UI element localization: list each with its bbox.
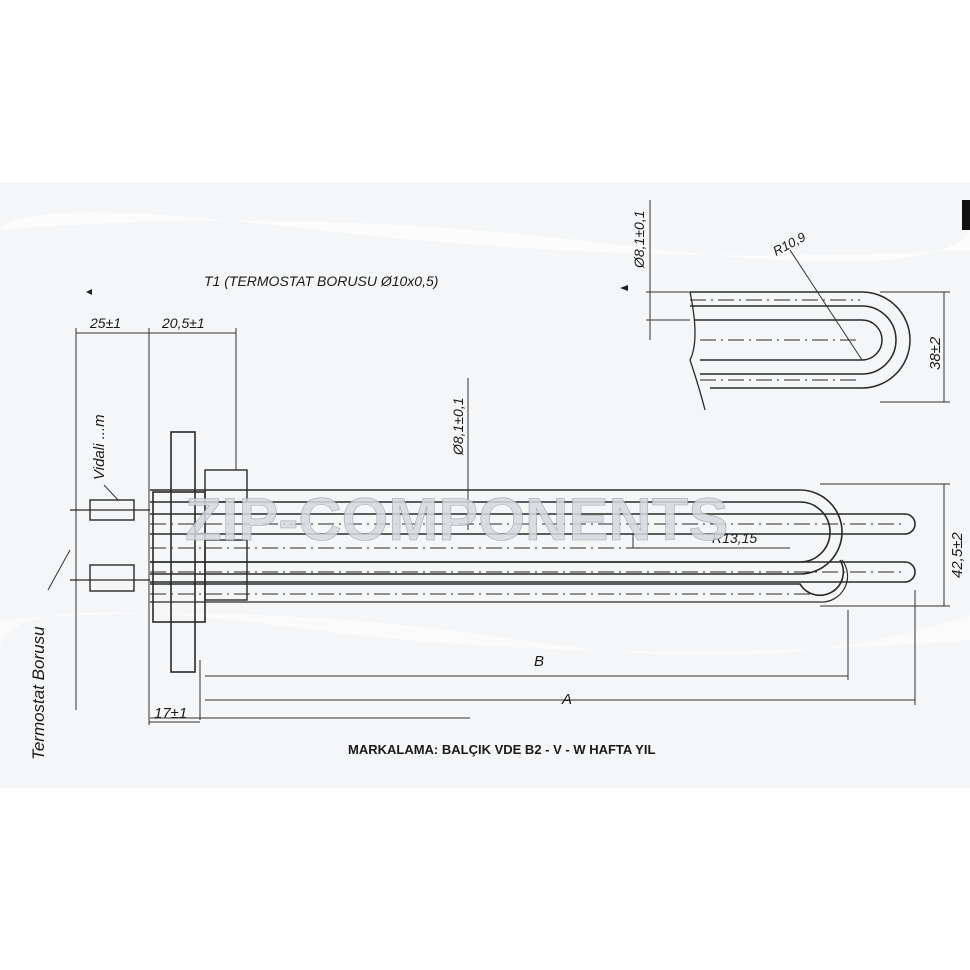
drawing-title: T1 (TERMOSTAT BORUSU Ø10x0,5) bbox=[204, 273, 438, 289]
detail-arrow bbox=[620, 285, 628, 291]
detail-view bbox=[689, 291, 911, 411]
title-arrow bbox=[86, 289, 92, 295]
marking-text: MARKALAMA: BALÇIK VDE B2 - V - W HAFTA Y… bbox=[348, 742, 655, 757]
paper-glare bbox=[0, 212, 970, 262]
tube-dia-detail-label: Ø8,1±0,1 bbox=[631, 211, 647, 270]
height-detail-label: 38±2 bbox=[927, 336, 944, 370]
length-a-label: A bbox=[561, 691, 572, 708]
right-edge-mark bbox=[962, 200, 970, 230]
paper-sheet bbox=[0, 182, 970, 788]
label-thermostat-tube: Termostat Borusu bbox=[29, 626, 48, 760]
tube-dia-main-label: Ø8,1±0,1 bbox=[450, 398, 466, 457]
radius-main-label: R13,15 bbox=[712, 530, 757, 546]
length-b-label: B bbox=[534, 653, 544, 670]
flange-assembly bbox=[70, 328, 248, 725]
heating-element bbox=[150, 489, 916, 603]
dim-flange: 17±1 bbox=[154, 705, 187, 722]
dim-top-right: 20,5±1 bbox=[161, 315, 205, 331]
dim-top-left: 25±1 bbox=[89, 315, 121, 331]
watermark: ZIP-COMPONENTS bbox=[185, 486, 728, 553]
label-thread: Vidali ...m bbox=[91, 414, 108, 480]
height-main-label: 42,5±2 bbox=[949, 532, 966, 578]
